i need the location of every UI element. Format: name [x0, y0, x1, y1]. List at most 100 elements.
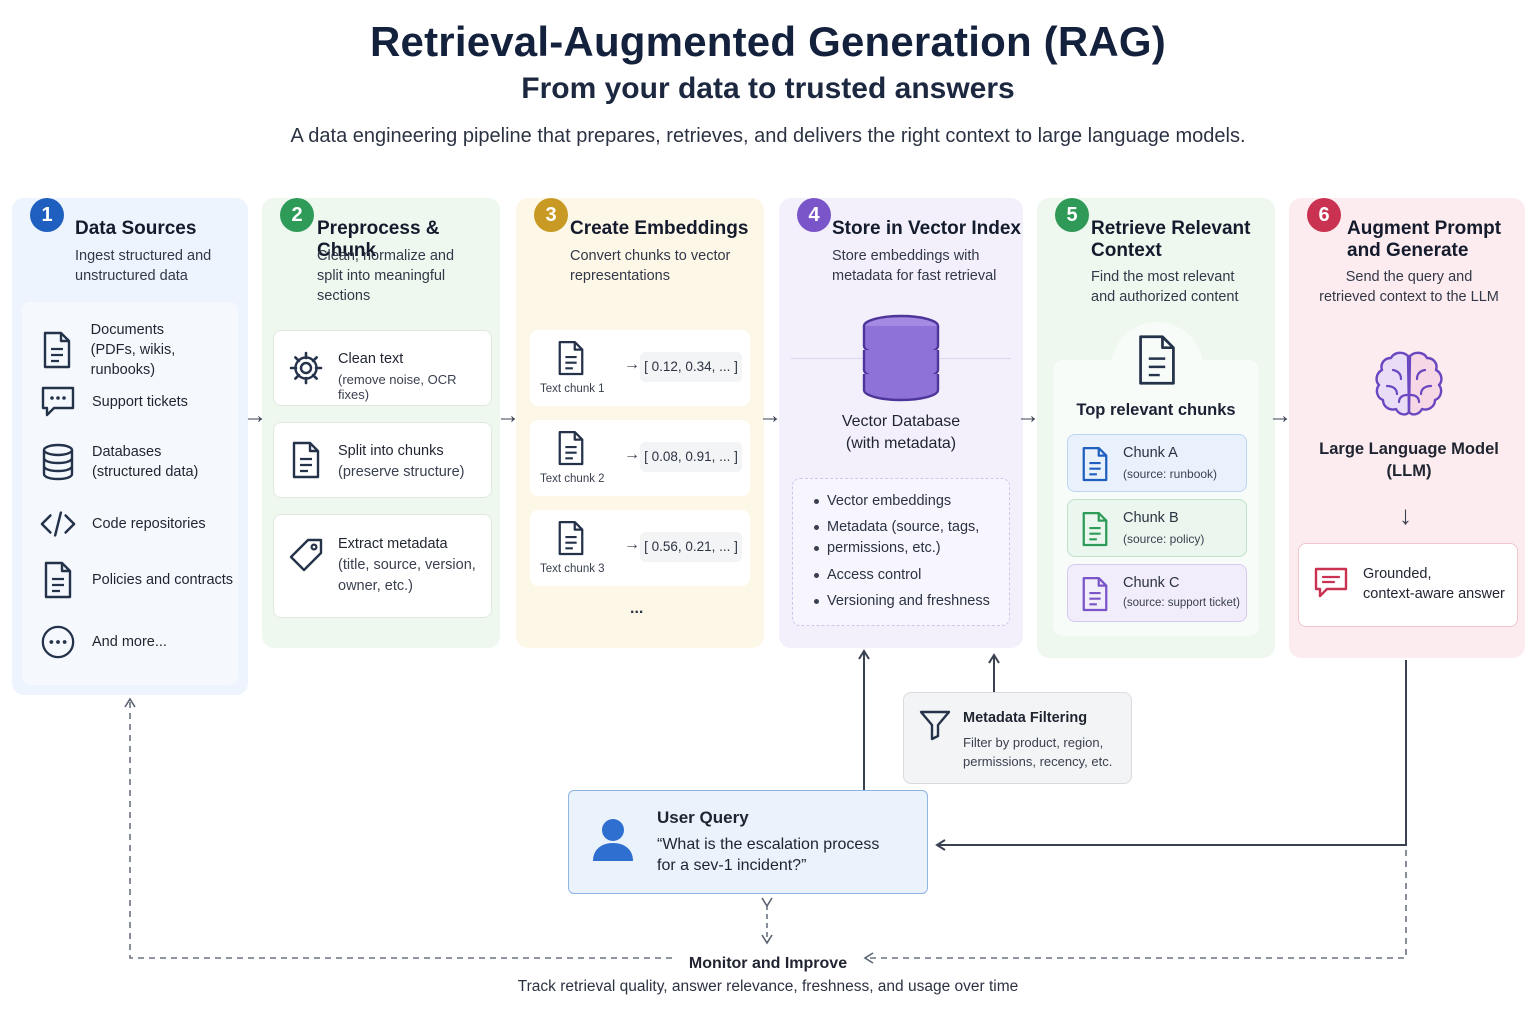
- stage-desc-line: Store embeddings with: [832, 248, 980, 264]
- metadata-filter-box: Metadata Filtering Filter by product, re…: [903, 692, 1132, 784]
- feature-bullet: Metadata (source, tags,: [813, 517, 979, 538]
- stage-title: Retrieve Relevant Context: [1091, 218, 1250, 262]
- arrow-right-icon: →: [624, 356, 640, 373]
- answer-line: Grounded,: [1363, 566, 1432, 582]
- source-list: Documents(PDFs, wikis, runbooks) Support…: [22, 302, 238, 685]
- page-tagline: A data engineering pipeline that prepare…: [290, 125, 1246, 147]
- stage-number-badge: 2: [280, 198, 314, 232]
- llm-label-line: Large Language Model: [1319, 440, 1499, 458]
- stage-data-sources: 1 Data Sources Ingest structured and uns…: [12, 198, 248, 695]
- brain-icon: [1371, 348, 1447, 429]
- chunk-label: Text chunk 3: [540, 563, 605, 575]
- source-item-databases: Databases(structured data): [40, 442, 198, 482]
- user-icon: [591, 817, 635, 868]
- arrow-right-icon: →: [496, 402, 520, 429]
- stage-desc-line: representations: [570, 268, 670, 284]
- stage-generate: 6 Augment Prompt and Generate Send the q…: [1289, 198, 1525, 658]
- stage-title: Augment Prompt and Generate: [1347, 218, 1501, 262]
- document-icon: [1135, 334, 1179, 391]
- answer-line: context-aware answer: [1363, 586, 1505, 602]
- stage-number-badge: 5: [1055, 198, 1089, 232]
- document-icon: [1080, 446, 1110, 487]
- page-title: Retrieval-Augmented Generation (RAG): [370, 18, 1166, 65]
- source-item-policies: Policies and contracts: [40, 560, 233, 600]
- stage-title-line: Augment Prompt: [1347, 218, 1502, 239]
- chunk-label: Text chunk 2: [540, 473, 605, 485]
- code-icon: [40, 504, 76, 544]
- stage-desc-line: sections: [317, 288, 371, 304]
- stage-title-line: Retrieve Relevant: [1091, 218, 1251, 239]
- feature-bullet: Vector embeddings: [813, 491, 951, 512]
- source-label: Support tickets: [92, 394, 188, 410]
- card-subtitle: (title, source, version,: [338, 557, 476, 573]
- arrow-right-icon: →: [243, 402, 267, 429]
- stage-desc-line: unstructured data: [75, 268, 188, 284]
- arrow-right-icon: →: [624, 446, 640, 463]
- vector-value: [ 0.12, 0.34, ... ]: [640, 352, 742, 382]
- preprocess-card-metadata: Extract metadata (title, source, version…: [273, 514, 492, 618]
- stage-desc-line: retrieved context to the LLM: [1319, 289, 1499, 305]
- document-icon: [556, 430, 586, 471]
- page-subtitle: From your data to trusted answers: [521, 72, 1015, 105]
- embedding-row: Text chunk 1 → [ 0.12, 0.34, ... ]: [530, 330, 750, 406]
- filter-icon: [918, 709, 952, 746]
- tag-icon: [288, 535, 324, 575]
- stage-title: Preprocess & Chunk: [317, 218, 440, 261]
- monitor-desc: Track retrieval quality, answer relevanc…: [517, 978, 1019, 995]
- source-sublabel: (structured data): [92, 464, 199, 480]
- stage-desc-line: Send the query and: [1345, 269, 1473, 285]
- answer-text: Grounded, context-aware answer: [1363, 564, 1505, 604]
- vector-db-label-line: (with metadata): [845, 435, 957, 452]
- document-icon: [40, 560, 76, 600]
- arrow-right-icon: →: [758, 402, 782, 429]
- more-icon: [40, 622, 76, 662]
- card-subtitle: (preserve structure): [338, 464, 465, 480]
- stage-embeddings: 3 Create Embeddings Convert chunks to ve…: [516, 198, 764, 648]
- user-query-box: User Query “What is the escalation proce…: [568, 790, 928, 894]
- vector-database-icon: [861, 314, 941, 407]
- stage-title-line: Context: [1091, 240, 1162, 261]
- source-sublabel: (PDFs, wikis, runbooks): [90, 342, 176, 378]
- feature-bullet-continued: permissions, etc.): [814, 538, 941, 559]
- query-text: “What is the escalation process for a se…: [657, 834, 879, 876]
- chunk-title: Chunk C: [1123, 575, 1180, 591]
- result-chunk-a: Chunk A (source: runbook): [1067, 434, 1247, 492]
- embedding-row: Text chunk 2 → [ 0.08, 0.91, ... ]: [530, 420, 750, 496]
- preprocess-card-split: Split into chunks (preserve structure): [273, 422, 492, 498]
- chunk-source: (source: support ticket): [1123, 597, 1240, 609]
- result-chunk-c: Chunk C (source: support ticket): [1067, 564, 1247, 622]
- card-subtitle: (remove noise, OCR fixes): [338, 372, 457, 402]
- index-features-list: Vector embeddings Metadata (source, tags…: [792, 478, 1010, 626]
- result-chunk-b: Chunk B (source: policy): [1067, 499, 1247, 557]
- feature-bullet: Versioning and freshness: [814, 591, 990, 612]
- filter-desc: Filter by product, region, permissions, …: [963, 733, 1112, 771]
- vector-db-label: Vector Database (with metadata): [779, 411, 1023, 455]
- query-text-line: “What is the escalation process: [657, 836, 880, 853]
- llm-label-line: (LLM): [1386, 462, 1432, 480]
- card-subtitle: owner, etc.): [338, 578, 413, 594]
- answer-card: Grounded, context-aware answer: [1298, 543, 1518, 627]
- stage-desc-line: Clean, normalize and: [317, 248, 455, 264]
- arrow-down-icon: ↓: [1399, 500, 1412, 530]
- stage-title: Data Sources: [75, 218, 197, 239]
- stage-number-badge: 4: [797, 198, 831, 232]
- document-icon: [1080, 511, 1110, 552]
- stage-preprocess: 2 Preprocess & Chunk Clean, normalize an…: [262, 198, 500, 648]
- card-title: Split into chunks: [338, 443, 444, 459]
- database-icon: [40, 442, 76, 482]
- panel-bump: [1111, 322, 1203, 392]
- source-item-code: Code repositories: [40, 504, 206, 544]
- feature-bullet-text: permissions, etc.): [827, 540, 941, 556]
- stage-desc-line: Ingest structured and: [75, 248, 212, 264]
- vector-db-label-line: Vector Database: [841, 413, 961, 430]
- chunk-title: Chunk B: [1123, 510, 1179, 526]
- stage-number-badge: 3: [534, 198, 568, 232]
- source-item-more: And more...: [40, 622, 167, 662]
- embedding-row: Text chunk 3 → [ 0.56, 0.21, ... ]: [530, 510, 750, 586]
- source-label: And more...: [92, 634, 167, 650]
- stage-vector-index: 4 Store in Vector Index Store embeddings…: [779, 198, 1023, 648]
- chunk-label: Text chunk 1: [540, 383, 605, 395]
- stage-number-badge: 6: [1307, 198, 1341, 232]
- stage-title: Create Embeddings: [570, 218, 749, 239]
- more-chunks-ellipsis: ...: [630, 600, 644, 617]
